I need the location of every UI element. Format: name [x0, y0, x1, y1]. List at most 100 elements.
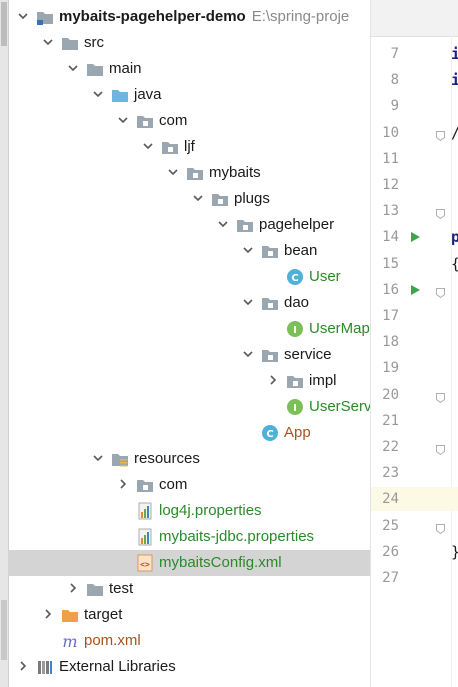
tree-row[interactable]: log4j.properties [8, 498, 370, 524]
tree-row-label: impl [309, 372, 337, 390]
structure-tab[interactable] [1, 600, 7, 660]
code-fragment: p [451, 228, 458, 247]
chevron-down-icon[interactable] [141, 139, 155, 153]
tree-row[interactable]: impl [8, 368, 370, 394]
tree-row-label: target [84, 606, 122, 624]
tree-row-label: App [284, 424, 311, 442]
tree-row-label: plugs [234, 190, 270, 208]
chevron-right-icon[interactable] [116, 477, 130, 491]
line-number: 7 [390, 46, 399, 62]
fold-marker-icon[interactable] [436, 206, 445, 220]
tree-row-label: External Libraries [59, 658, 176, 676]
package-icon [286, 372, 304, 390]
tree-row-label: com [159, 112, 187, 130]
run-gutter-icon[interactable] [411, 284, 420, 295]
folder-icon [61, 34, 79, 52]
chevron-down-icon[interactable] [116, 113, 130, 127]
editor-gutter: 7i8i910/11121314p15{16171819202122232425… [370, 0, 458, 687]
module-folder-icon [36, 8, 54, 26]
fold-marker-icon[interactable] [436, 128, 445, 141]
fold-marker-icon[interactable] [436, 285, 445, 298]
line-number: 8 [390, 72, 399, 89]
tree-row-label: main [109, 60, 142, 78]
chevron-right-icon[interactable] [16, 659, 30, 673]
chevron-down-icon[interactable] [191, 191, 205, 205]
tree-row[interactable]: src [8, 30, 370, 56]
chevron-down-icon[interactable] [16, 9, 30, 23]
package-icon [136, 112, 154, 130]
tree-row[interactable]: pagehelper [8, 212, 370, 238]
chevron-right-icon[interactable] [41, 607, 55, 621]
svg-text:m: m [62, 632, 77, 650]
tree-row[interactable]: bean [8, 238, 370, 264]
fold-marker-icon[interactable] [436, 442, 445, 456]
tree-row[interactable]: com [8, 108, 370, 134]
tree-row[interactable]: ljf [8, 134, 370, 160]
tree-row-label: src [84, 34, 104, 52]
chevron-right-icon[interactable] [266, 373, 280, 387]
line-number: 11 [382, 150, 399, 167]
chevron-down-icon[interactable] [241, 347, 255, 361]
tree-row-label: test [109, 580, 133, 598]
fold-marker-icon[interactable] [436, 521, 445, 534]
tree-row[interactable]: <>mybaitsConfig.xml [8, 550, 370, 576]
tree-row[interactable]: mybaits-jdbc.properties [8, 524, 370, 550]
tree-row[interactable]: main [8, 56, 370, 82]
tree-row-text: pom.xml [84, 632, 141, 649]
tree-row-label: mybaits-jdbc.properties [159, 528, 314, 546]
tree-row[interactable]: mybaits [8, 160, 370, 186]
tree-row-label: UserServ [309, 398, 370, 416]
line-number: 23 [382, 465, 399, 482]
chevron-down-icon[interactable] [216, 217, 230, 231]
chevron-down-icon[interactable] [41, 35, 55, 49]
tree-row[interactable]: dao [8, 290, 370, 316]
chevron-down-icon[interactable] [241, 295, 255, 309]
tree-row-text: UserServ [309, 398, 370, 415]
tree-row[interactable]: target [8, 602, 370, 628]
fold-marker-icon[interactable] [436, 390, 445, 403]
tree-row-label: com [159, 476, 187, 494]
editor-edge [451, 36, 452, 687]
tree-row-text: bean [284, 242, 318, 259]
package-icon [261, 242, 279, 260]
code-fragment: } [451, 543, 458, 561]
tree-row[interactable]: service [8, 342, 370, 368]
folder-icon [86, 580, 104, 598]
tree-row[interactable]: test [8, 576, 370, 602]
tree-row[interactable]: com [8, 472, 370, 498]
package-icon [261, 294, 279, 312]
chevron-down-icon[interactable] [166, 165, 180, 179]
excluded-folder-icon [61, 606, 79, 624]
run-gutter-icon[interactable] [411, 232, 420, 243]
editor-tab-bar [371, 0, 458, 37]
tree-row-text: UserMap [309, 320, 370, 337]
tree-row-text: mybaits-pagehelper-demo [59, 8, 246, 25]
properties-file-icon [136, 502, 154, 520]
tree-row[interactable]: External Libraries [8, 654, 370, 680]
tree-row-text: App [284, 424, 311, 441]
chevron-down-icon[interactable] [241, 243, 255, 257]
tree-row-text: mybaitsConfig.xml [159, 554, 282, 571]
package-icon [161, 138, 179, 156]
chevron-down-icon[interactable] [66, 61, 80, 75]
line-number: 9 [390, 98, 399, 115]
tree-row[interactable]: plugs [8, 186, 370, 212]
tree-row[interactable]: m pom.xml [8, 628, 370, 654]
chevron-down-icon[interactable] [91, 451, 105, 465]
current-line-highlight [371, 487, 458, 512]
code-fragment: / [451, 124, 458, 142]
tree-row[interactable]: java [8, 82, 370, 108]
tree-row-label: mybaits [209, 164, 261, 182]
tree-row[interactable]: resources [8, 446, 370, 472]
tree-row-label: dao [284, 294, 309, 312]
tree-row-text: java [134, 86, 162, 103]
chevron-down-icon[interactable] [91, 87, 105, 101]
chevron-right-icon[interactable] [66, 581, 80, 595]
project-tab[interactable] [1, 2, 7, 46]
